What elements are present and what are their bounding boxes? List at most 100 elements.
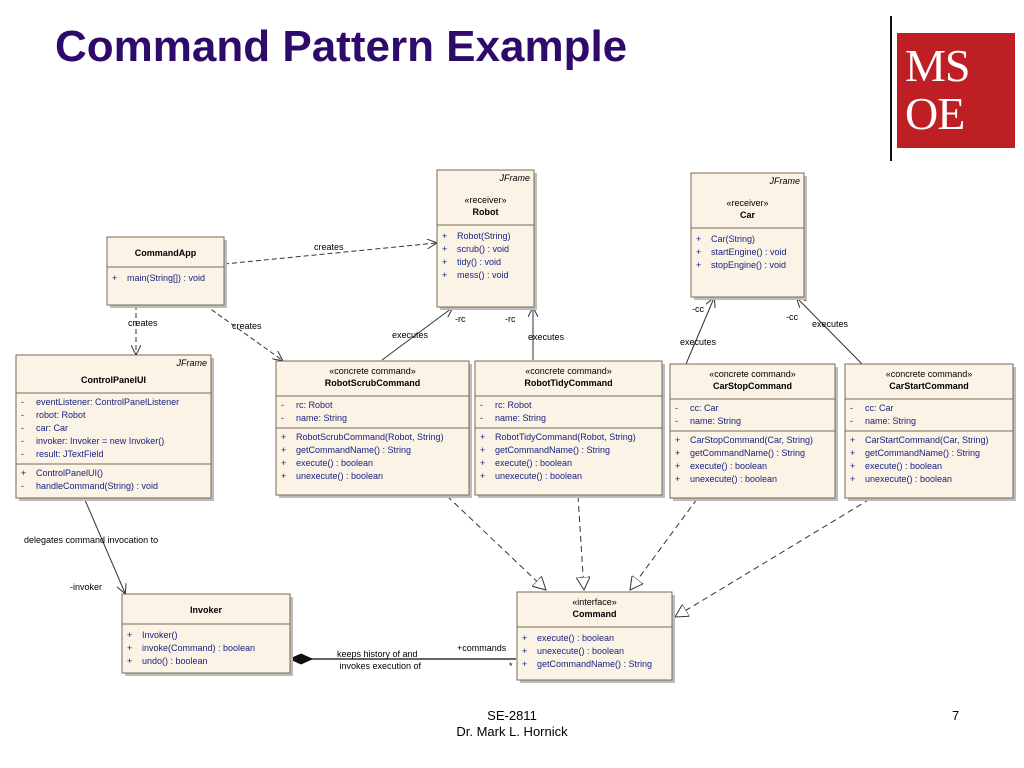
class-robot: JFrame«receiver»Robot+Robot(String)+scru… [436, 169, 537, 310]
class-field: result: JTextField [36, 449, 104, 459]
method-visibility: + [480, 458, 485, 468]
msoe-logo: MS OE [897, 33, 1015, 148]
class-box [436, 169, 535, 308]
method-visibility: + [850, 435, 855, 445]
method-visibility: + [127, 630, 132, 640]
field-visibility: - [675, 416, 678, 426]
class-method: invoke(Command) : boolean [142, 643, 255, 653]
class-field: name: String [865, 416, 916, 426]
method-visibility: + [696, 247, 701, 257]
relationship-role: +commands [457, 643, 507, 653]
class-method: getCommandName() : String [865, 448, 980, 458]
footer-course: SE-2811 [487, 708, 537, 723]
class-field: cc: Car [690, 403, 719, 413]
class-stereotype: JFrame [175, 358, 207, 368]
field-visibility: - [21, 436, 24, 446]
class-robotscrub: «concrete command» RobotScrubCommand - rc: … [275, 360, 472, 498]
class-stereotype: JFrame [498, 173, 530, 183]
class-field: name: String [296, 413, 347, 423]
class-method: undo() : boolean [142, 656, 208, 666]
field-visibility: - [480, 400, 483, 410]
relationship-stop-car [685, 298, 714, 365]
relationship-label: creates [128, 318, 158, 328]
class-method: Invoker() [142, 630, 178, 640]
method-visibility: + [281, 471, 286, 481]
relationship-start-cmd [675, 498, 871, 617]
class-method: unexecute() : boolean [865, 474, 952, 484]
method-visibility: + [850, 474, 855, 484]
relationship-multiplicity: * [509, 661, 513, 671]
relationship-label: executes [680, 337, 717, 347]
class-name: Robot [473, 207, 499, 217]
page-number: 7 [952, 708, 960, 723]
class-name: RobotTidyCommand [524, 378, 612, 388]
logo-text-bottom: OE [905, 88, 965, 139]
class-field: invoker: Invoker = new Invoker() [36, 436, 164, 446]
class-method: ControlPanelUI() [36, 468, 103, 478]
class-name: ControlPanelUI [81, 375, 146, 385]
method-visibility: + [281, 432, 286, 442]
method-visibility: + [675, 474, 680, 484]
class-method: Robot(String) [457, 231, 511, 241]
class-label: «concrete command» [886, 369, 973, 379]
class-name: RobotScrubCommand [325, 378, 421, 388]
field-visibility: - [480, 413, 483, 423]
class-stereotype: JFrame [768, 176, 800, 186]
class-method: execute() : boolean [296, 458, 373, 468]
relationship-app-scrub [204, 304, 282, 360]
class-label: «concrete command» [525, 366, 612, 376]
relationship-label: delegates command invocation to [24, 535, 158, 545]
relationship-scrub-robot [381, 308, 452, 361]
method-visibility: + [675, 461, 680, 471]
class-box [106, 236, 225, 306]
relationship-label: creates [232, 321, 262, 331]
class-name: Car [740, 210, 756, 220]
relationship-role: -cc [692, 304, 704, 314]
class-boxes: JFrame«receiver»Robot+Robot(String)+scru… [15, 169, 1016, 683]
relationship-tidy-cmd [578, 495, 584, 590]
class-method: unexecute() : boolean [690, 474, 777, 484]
relationship-role: -rc [505, 314, 516, 324]
class-field: car: Car [36, 423, 68, 433]
method-visibility: + [112, 273, 117, 283]
method-visibility: + [442, 231, 447, 241]
logo-text-top: MS [905, 40, 970, 91]
class-field: rc: Robot [296, 400, 333, 410]
class-method: main(String[]) : void [127, 273, 205, 283]
method-visibility: + [696, 260, 701, 270]
method-visibility: + [442, 244, 447, 254]
class-method: execute() : boolean [865, 461, 942, 471]
method-visibility: + [442, 270, 447, 280]
class-label: «receiver» [726, 198, 768, 208]
field-visibility: - [21, 423, 24, 433]
class-name: CommandApp [135, 248, 197, 258]
class-method: getCommandName() : String [296, 445, 411, 455]
field-visibility: - [281, 400, 284, 410]
method-visibility: + [522, 646, 527, 656]
relationship-label: executes [528, 332, 565, 342]
class-name: Command [572, 609, 616, 619]
aggregation-diamond [288, 653, 314, 665]
class-method: unexecute() : boolean [296, 471, 383, 481]
class-car: JFrame«receiver»Car+Car(String)+startEng… [690, 172, 807, 300]
field-visibility: - [21, 449, 24, 459]
class-box [516, 591, 673, 681]
relationship-app-robot [223, 243, 436, 265]
class-method: CarStopCommand(Car, String) [690, 435, 813, 445]
class-method: RobotTidyCommand(Robot, String) [495, 432, 636, 442]
class-method: stopEngine() : void [711, 260, 786, 270]
method-visibility: + [127, 656, 132, 666]
method-visibility: + [281, 458, 286, 468]
class-carstop: «concrete command»CarStopCommand-cc: Car… [669, 363, 838, 501]
method-visibility: + [442, 257, 447, 267]
slide-title: Command Pattern Example [55, 22, 628, 71]
class-method: execute() : boolean [537, 633, 614, 643]
class-label: «concrete command» [329, 366, 416, 376]
class-field: eventListener: ControlPanelListener [36, 397, 179, 407]
relationship-role: -rc [455, 314, 466, 324]
relationship-scrub-cmd [446, 495, 546, 590]
method-visibility: + [850, 448, 855, 458]
class-method: CarStartCommand(Car, String) [865, 435, 989, 445]
